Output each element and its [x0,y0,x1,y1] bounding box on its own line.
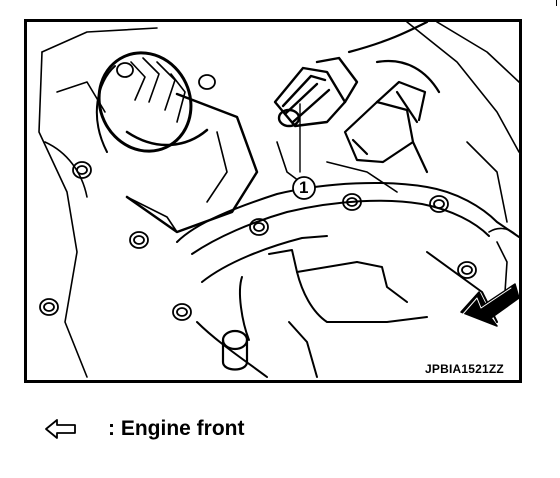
figure-code: JPBIA1521ZZ [425,362,504,376]
legend: : Engine front [44,414,244,444]
mounting-bolts [39,62,477,321]
oil-filter [95,51,259,234]
harness-connector [343,22,441,174]
outline-arrow-left-icon [44,418,78,440]
oil-pressure-switch [273,56,359,128]
engine-illustration [38,22,519,378]
oil-pan [176,181,519,378]
callout-1-number: 1 [299,178,309,197]
right-casting [276,22,519,293]
engine-front-arrow [460,283,519,327]
legend-label: : Engine front [108,417,245,440]
callout-1 [292,103,316,200]
diagram-frame: 1 JPBIA1521ZZ [24,19,522,383]
corner-tick [556,0,557,6]
drain-bolt [221,329,249,371]
